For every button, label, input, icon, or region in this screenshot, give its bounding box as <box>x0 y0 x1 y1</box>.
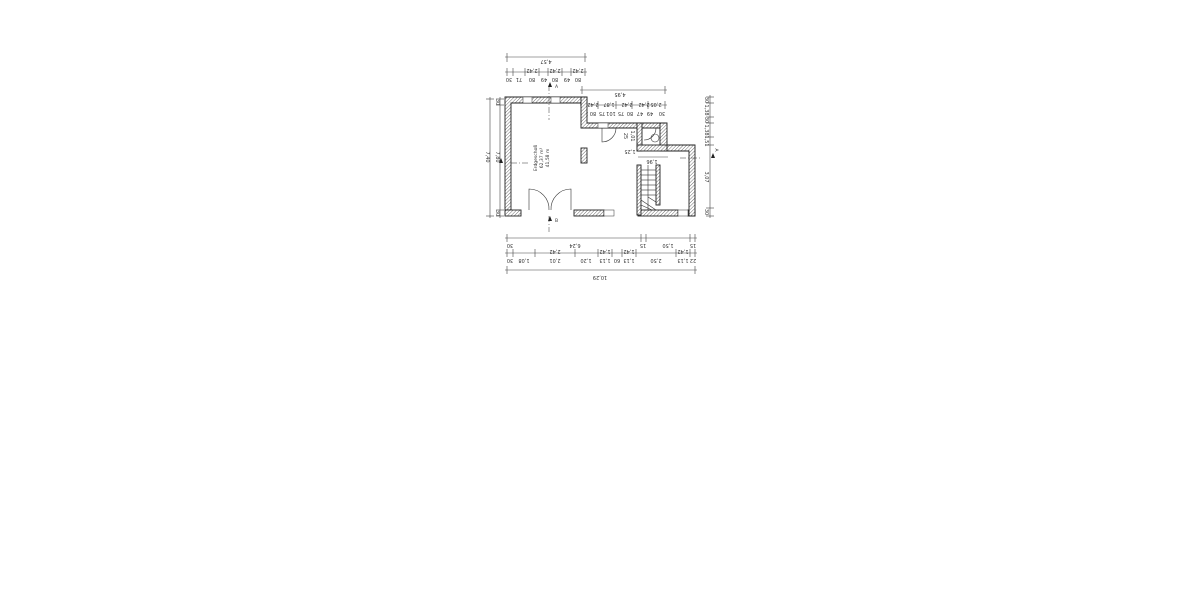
svg-text:1,25: 1,25 <box>624 148 635 154</box>
svg-text:2,01: 2,01 <box>549 257 560 263</box>
section-lines: A B <box>511 82 700 232</box>
svg-text:6,24: 6,24 <box>569 242 580 248</box>
room-perimeter: 41,58 m <box>545 149 551 168</box>
svg-text:7,40: 7,40 <box>484 151 490 162</box>
svg-text:1,13: 1,13 <box>599 257 610 263</box>
svg-text:1,87: 1,87 <box>603 101 614 107</box>
door-bath <box>643 127 657 141</box>
svg-text:60: 60 <box>614 257 620 263</box>
svg-text:1,96: 1,96 <box>646 158 657 164</box>
room-label: Erdgeschoß 62,37 m² 41,58 m <box>533 145 551 172</box>
svg-text:2,42: 2,42 <box>526 67 537 73</box>
svg-text:75: 75 <box>618 110 624 116</box>
dimension-upper-right: 4,95 2,42 1,87 2,42 2,42 2,05 30 80 75 1… <box>580 86 667 116</box>
svg-text:30: 30 <box>703 97 709 103</box>
svg-text:15: 15 <box>690 242 696 248</box>
svg-text:15: 15 <box>640 242 646 248</box>
svg-text:1,08: 1,08 <box>518 257 529 263</box>
dimension-top: 4,57 2,42 2,42 2,42 30 71 80 49 80 49 80 <box>505 53 587 82</box>
svg-text:30: 30 <box>507 257 513 263</box>
room-name: Erdgeschoß <box>533 145 539 172</box>
dim-top-overall: 4,57 <box>540 58 551 64</box>
chimney <box>580 147 588 164</box>
wall-bottom-right <box>637 209 679 217</box>
section-marker-left <box>499 158 503 163</box>
svg-text:3,07: 3,07 <box>703 171 709 182</box>
svg-text:1,42: 1,42 <box>599 248 610 254</box>
dimension-right: 30 1,38 30 1,38 1,51 3,07 30 A <box>703 95 719 218</box>
svg-text:49: 49 <box>647 110 653 116</box>
wall-right <box>659 122 696 217</box>
svg-text:A: A <box>555 84 559 90</box>
svg-text:2,42: 2,42 <box>621 101 632 107</box>
svg-text:30: 30 <box>506 76 512 82</box>
svg-text:80: 80 <box>575 76 581 82</box>
dimension-bottom: 30 6,24 15 1,50 15 30 1,08 2,42 2,01 1,2… <box>505 234 697 280</box>
walls <box>504 96 696 217</box>
windows <box>522 96 689 217</box>
stairs <box>640 165 657 211</box>
toilet-icon <box>650 133 660 143</box>
svg-text:80: 80 <box>529 76 535 82</box>
svg-text:1,42: 1,42 <box>677 248 688 254</box>
door-right-leaf <box>550 188 572 211</box>
svg-text:2,42: 2,42 <box>572 67 583 73</box>
svg-text:1,51: 1,51 <box>703 135 709 146</box>
section-marker-right <box>711 153 715 158</box>
wall-bath-bottom <box>636 144 668 152</box>
room-area: 62,37 m² <box>539 148 545 169</box>
svg-text:2,05: 2,05 <box>650 101 661 107</box>
svg-text:80: 80 <box>552 76 558 82</box>
wall-stair-right <box>655 164 661 206</box>
svg-text:1,50: 1,50 <box>662 242 673 248</box>
wall-stair-left <box>636 164 642 216</box>
svg-text:75: 75 <box>599 110 605 116</box>
svg-text:71: 71 <box>516 76 522 82</box>
svg-text:1,38: 1,38 <box>703 104 709 115</box>
svg-text:2,42: 2,42 <box>549 248 560 254</box>
svg-text:2,42: 2,42 <box>638 101 649 107</box>
svg-text:1,13: 1,13 <box>623 257 634 263</box>
svg-text:30: 30 <box>703 209 709 215</box>
dim-bottom-overall: 10,29 <box>593 274 607 280</box>
door-left-leaf <box>528 188 550 211</box>
svg-text:1,01: 1,01 <box>629 130 635 141</box>
svg-text:7,80: 7,80 <box>494 151 500 162</box>
svg-text:101: 101 <box>606 110 616 116</box>
svg-text:30: 30 <box>494 99 500 105</box>
svg-text:1,13: 1,13 <box>677 257 688 263</box>
svg-text:47: 47 <box>637 110 643 116</box>
wall-bottom-mid <box>573 209 605 217</box>
svg-text:1,42: 1,42 <box>623 248 634 254</box>
section-marker-bottom <box>548 216 552 221</box>
svg-text:B: B <box>555 218 558 224</box>
svg-text:A: A <box>713 148 719 152</box>
section-marker-top <box>548 82 552 87</box>
svg-text:2,42: 2,42 <box>587 101 598 107</box>
dim-top-ticks <box>506 68 586 76</box>
svg-text:2,42: 2,42 <box>549 67 560 73</box>
doors <box>528 127 660 211</box>
svg-text:49: 49 <box>541 76 547 82</box>
svg-text:1,20: 1,20 <box>580 257 591 263</box>
svg-text:2,50: 2,50 <box>650 257 661 263</box>
svg-text:25: 25 <box>622 133 628 139</box>
door-hall <box>601 127 617 143</box>
svg-text:22: 22 <box>690 257 696 263</box>
svg-text:80: 80 <box>590 110 596 116</box>
svg-text:30: 30 <box>494 210 500 216</box>
svg-text:1,38: 1,38 <box>703 124 709 135</box>
svg-text:30: 30 <box>703 117 709 123</box>
svg-text:30: 30 <box>659 110 665 116</box>
svg-text:80: 80 <box>627 110 633 116</box>
svg-text:49: 49 <box>564 76 570 82</box>
svg-text:30: 30 <box>507 242 513 248</box>
wall-bottom-left <box>504 209 522 217</box>
dimension-left: 7,40 7,80 30 30 <box>484 97 504 218</box>
bath-labels: 25 1,01 1,25 1,96 <box>622 130 668 164</box>
dim-upper-overall: 4,95 <box>614 91 625 97</box>
